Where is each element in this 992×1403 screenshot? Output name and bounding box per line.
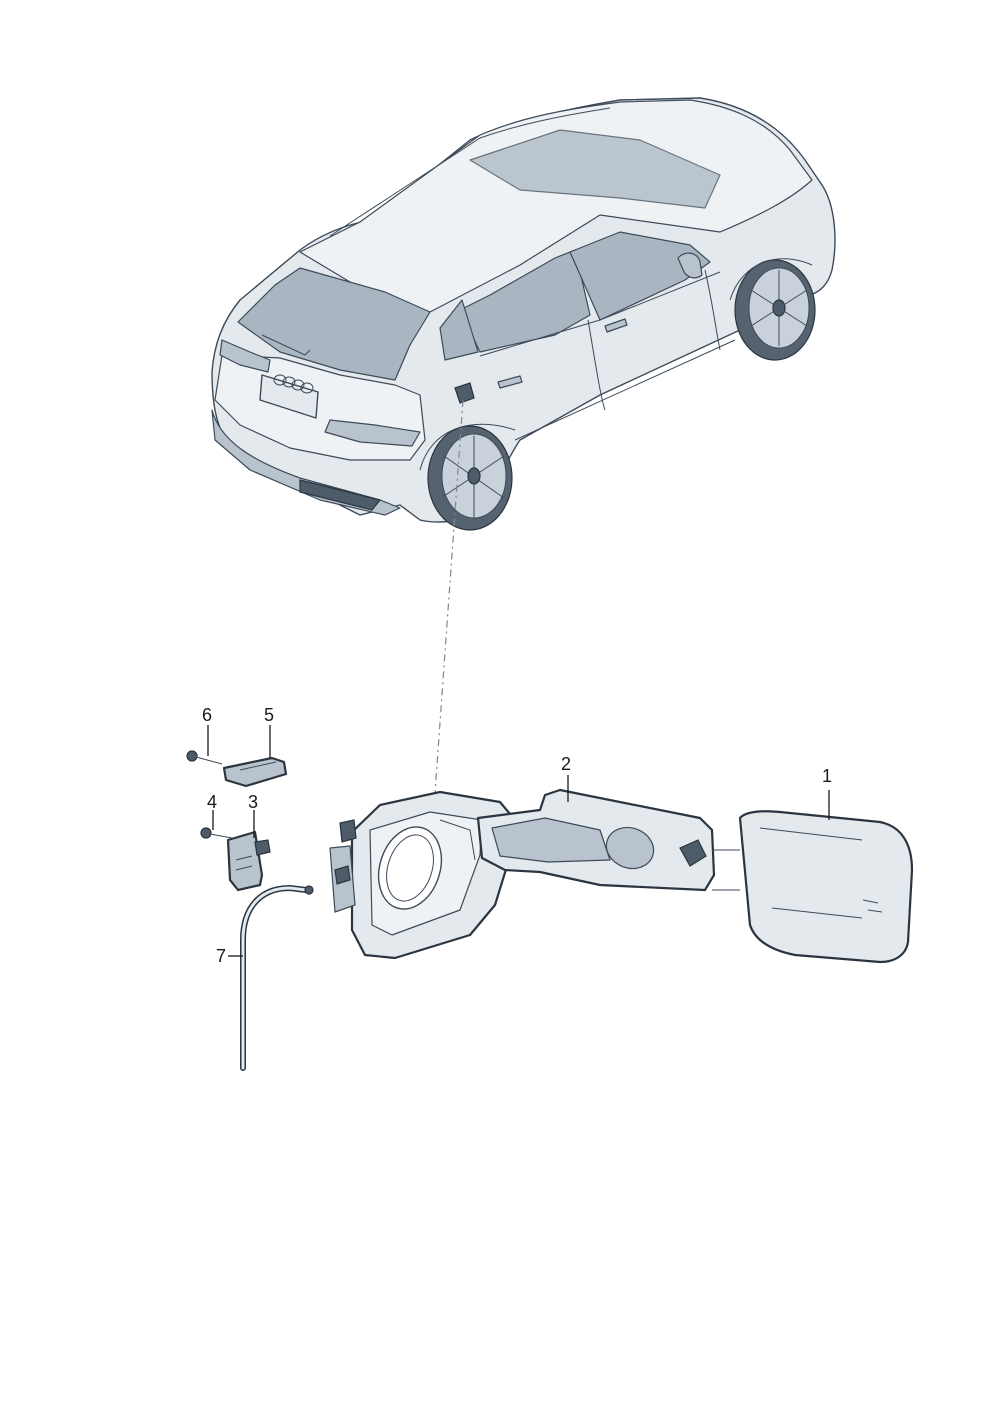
audi-four-rings-icon	[273, 374, 314, 394]
part-3-actuator-motor	[226, 830, 271, 892]
part-5-switch-module	[222, 756, 288, 788]
part-4-screw	[200, 827, 233, 839]
callout-leaders	[207, 725, 830, 957]
fuel-door-on-vehicle	[454, 382, 475, 404]
callout-1: 1	[822, 766, 832, 786]
callout-numbers: 1 2 3 4 5 6 7	[202, 705, 832, 966]
callout-7: 7	[216, 946, 226, 966]
callout-5: 5	[264, 705, 274, 725]
callout-3: 3	[248, 792, 258, 812]
callout-4: 4	[207, 792, 217, 812]
part-7-drain-hose	[240, 884, 314, 1071]
vehicle-illustration	[211, 97, 836, 531]
part-1-fuel-door-flap	[738, 810, 914, 964]
front-wheel	[734, 259, 816, 361]
callout-6: 6	[202, 705, 212, 725]
part-6-screw	[186, 750, 223, 765]
fuel-door-location-link	[431, 399, 464, 836]
callout-2: 2	[561, 754, 571, 774]
part-2-fuel-filler-housing	[329, 788, 716, 960]
rear-wheel	[427, 425, 513, 531]
